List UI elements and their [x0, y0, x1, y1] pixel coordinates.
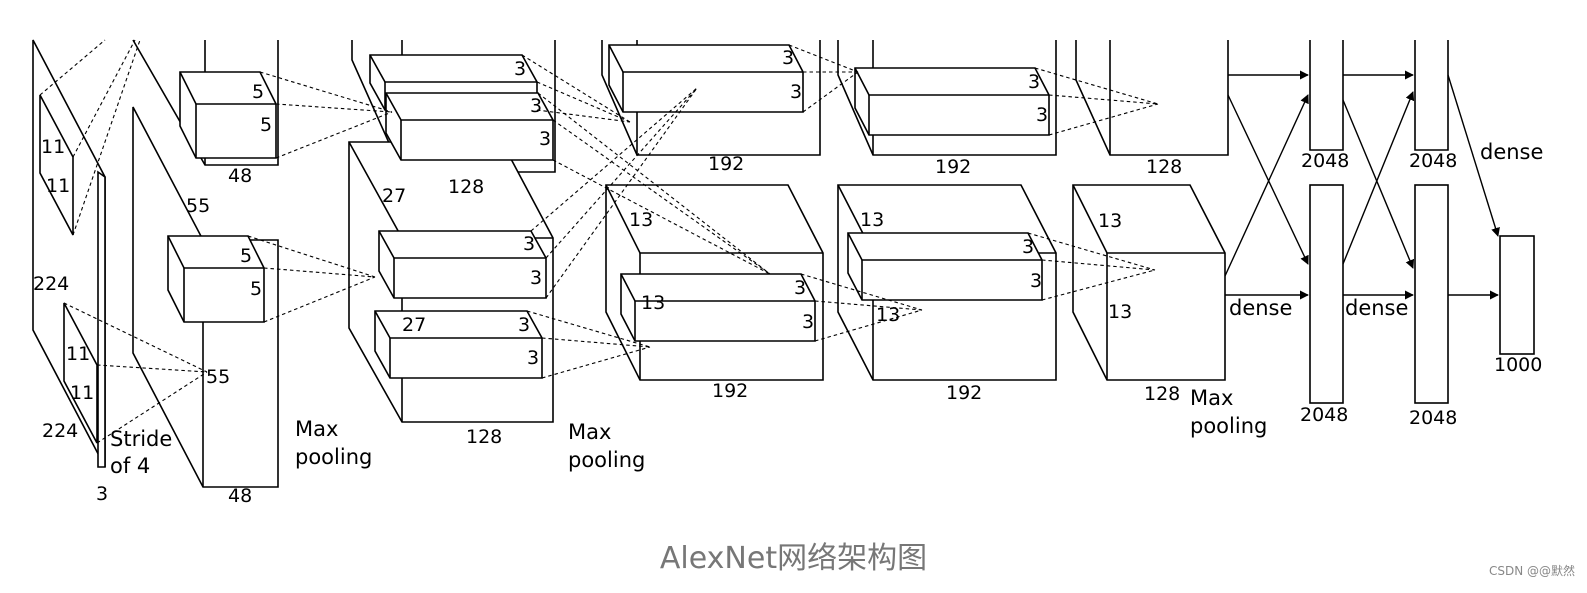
label-conv1-kernel-4: 5	[250, 278, 262, 300]
label-input-width: 224	[33, 273, 69, 295]
conv4-layer	[837, 40, 1057, 381]
label-fc7-top: 2048	[1409, 150, 1457, 172]
label-conv4-kernel-1: 3	[1028, 71, 1040, 93]
label-maxpool2-line2: pooling	[568, 448, 645, 472]
label-input-height: 224	[42, 420, 78, 442]
label-maxpool2-line1: Max	[568, 420, 611, 444]
label-conv3-kernel-4: 3	[802, 311, 814, 333]
label-conv3-size-2: 13	[641, 292, 665, 314]
label-conv3-kernel-1: 3	[782, 47, 794, 69]
label-conv2-size-1: 27	[382, 185, 406, 207]
label-conv3-depth-top: 192	[708, 153, 744, 175]
label-input-kernel-w-bottom: 11	[70, 382, 94, 404]
figure-caption: AlexNet网络架构图	[659, 541, 928, 576]
label-conv5-size-2: 13	[1108, 301, 1132, 323]
label-dense-3: dense	[1480, 140, 1543, 164]
label-dense-2: dense	[1345, 296, 1408, 320]
label-conv5-depth-top: 128	[1146, 156, 1182, 178]
label-conv4-depth-bottom: 192	[946, 382, 982, 404]
label-conv3-size-1: 13	[629, 209, 653, 231]
label-conv2-kernel-6: 3	[518, 314, 530, 336]
label-conv3-kernel-2: 3	[790, 81, 802, 103]
label-conv4-kernel-2: 3	[1036, 104, 1048, 126]
alexnet-architecture-diagram: 11 11 11 11 224 224 3 Stride of 4 5 5 5 …	[32, 39, 1543, 507]
label-conv3-kernel-3: 3	[794, 277, 806, 299]
conv5-layer	[1072, 40, 1229, 381]
label-input-kernel-h-bottom: 11	[66, 343, 90, 365]
label-maxpool3-line1: Max	[1190, 386, 1233, 410]
label-conv4-kernel-3: 3	[1022, 236, 1034, 258]
label-maxpool3-line2: pooling	[1190, 414, 1267, 438]
label-conv5-depth-bottom: 128	[1144, 383, 1180, 405]
fc-layers	[1309, 40, 1535, 404]
label-conv2-kernel-4: 3	[523, 233, 535, 255]
watermark: CSDN @@默然	[1488, 564, 1575, 578]
label-fc6-bottom: 2048	[1300, 404, 1348, 426]
conv3-layer	[601, 40, 824, 381]
label-conv5-size-1: 13	[1098, 210, 1122, 232]
label-conv4-kernel-4: 3	[1030, 270, 1042, 292]
diagram-labels: 11 11 11 11 224 224 3 Stride of 4 5 5 5 …	[33, 47, 1543, 507]
label-input-depth: 3	[96, 483, 108, 505]
conv3-kernel-top	[608, 44, 804, 113]
label-conv1-kernel-1: 5	[252, 81, 264, 103]
kernel-connections	[39, 39, 1159, 444]
label-conv1-kernel-2: 5	[260, 114, 272, 136]
fc6-bottom	[1309, 184, 1344, 404]
conv2-kernel-2	[385, 92, 554, 161]
label-conv1-depth-bottom: 48	[228, 485, 252, 507]
label-conv2-kernel-7: 3	[527, 347, 539, 369]
label-maxpool1-line1: Max	[295, 417, 338, 441]
label-stride-line1: Stride	[110, 427, 172, 451]
conv2-kernel-3	[378, 230, 547, 299]
label-conv4-size-1: 13	[860, 209, 884, 231]
label-conv2-depth-bottom: 128	[466, 426, 502, 448]
label-dense-1: dense	[1229, 296, 1292, 320]
label-fc8-output: 1000	[1494, 354, 1542, 376]
label-conv2-kernel-3: 3	[539, 128, 551, 150]
label-conv1-depth-top: 48	[228, 165, 252, 187]
conv4-kernel-bottom	[847, 232, 1043, 301]
conv2-kernel-4	[374, 310, 543, 379]
label-conv3-depth-bottom: 192	[712, 380, 748, 402]
conv1-layer	[132, 39, 279, 488]
dense-arrows	[1224, 70, 1500, 300]
label-input-kernel-w-top: 11	[46, 175, 70, 197]
label-conv4-size-2: 13	[876, 304, 900, 326]
label-conv2-depth-top: 128	[448, 176, 484, 198]
label-conv2-kernel-2: 3	[530, 95, 542, 117]
conv4-kernel-top	[854, 67, 1050, 136]
label-fc6-top: 2048	[1301, 150, 1349, 172]
label-conv4-depth-top: 192	[935, 156, 971, 178]
label-conv1-kernel-3: 5	[240, 245, 252, 267]
fc7-top	[1414, 40, 1449, 151]
label-input-kernel-h-top: 11	[41, 136, 65, 158]
label-conv1-size-2: 55	[206, 366, 230, 388]
label-conv2-size-2: 27	[402, 314, 426, 336]
fc7-bottom	[1414, 184, 1449, 404]
fc8-output	[1499, 235, 1535, 355]
label-maxpool1-line2: pooling	[295, 445, 372, 469]
label-conv2-kernel-1: 3	[514, 58, 526, 80]
conv2-layer	[348, 40, 556, 423]
label-conv2-kernel-5: 3	[530, 267, 542, 289]
input-layer	[32, 39, 106, 468]
label-fc7-bottom: 2048	[1409, 407, 1457, 429]
label-conv1-size-1: 55	[186, 195, 210, 217]
fc6-top	[1309, 40, 1344, 151]
label-stride-line2: of 4	[110, 454, 150, 478]
